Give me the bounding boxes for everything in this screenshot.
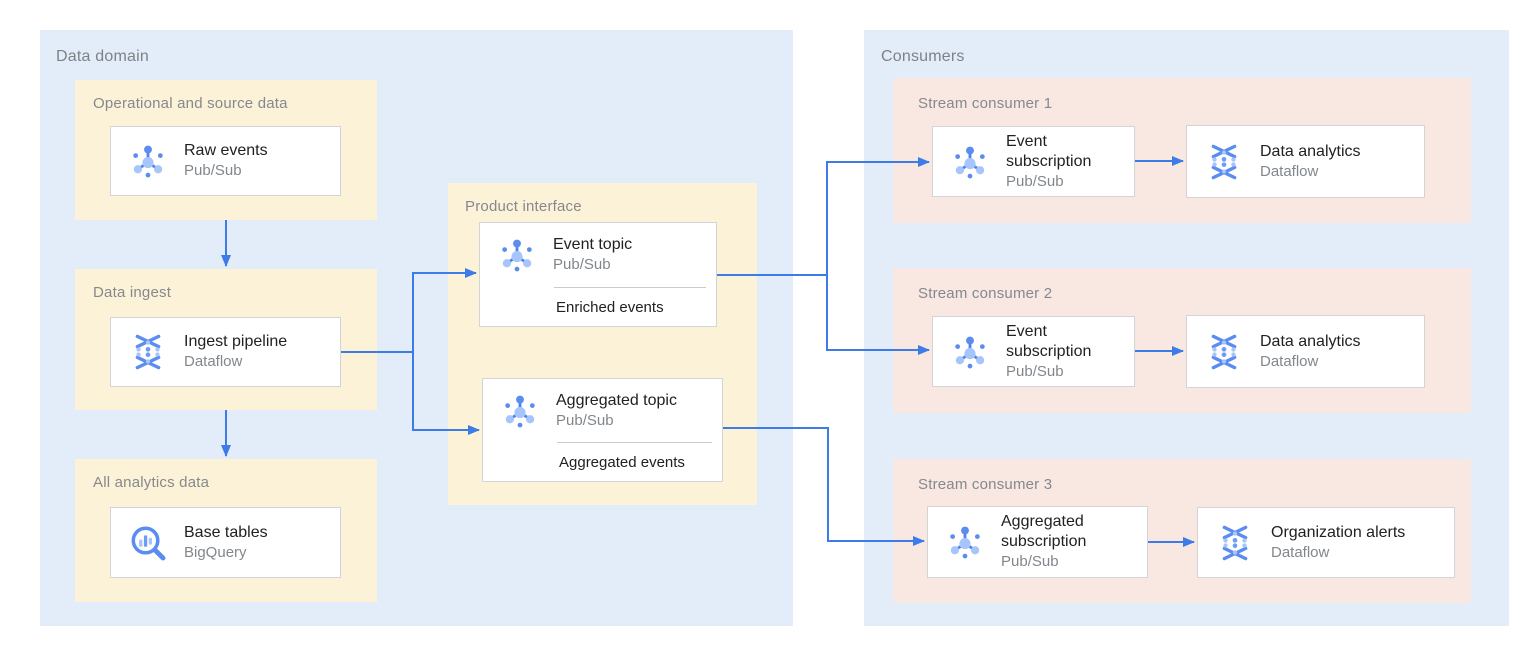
card-subtitle: Pub/Sub: [553, 256, 611, 273]
group-stream-consumer-2-label: Stream consumer 2: [918, 285, 1053, 302]
card-data-analytics-2-labels: Data analytics Dataflow: [1260, 332, 1424, 372]
card-title: Event subscription: [1006, 132, 1092, 170]
card-title: Data analytics: [1260, 332, 1361, 350]
card-divider: [554, 287, 706, 288]
card-aggregated-topic: Aggregated topic Pub/Sub Aggregated even…: [482, 378, 723, 482]
card-subtitle: Dataflow: [1271, 543, 1330, 561]
card-event-subscription-1: Event subscription Pub/Sub: [932, 126, 1135, 197]
card-title: Organization alerts: [1271, 523, 1406, 541]
card-title: Event subscription: [1006, 322, 1092, 360]
card-event-topic-main: Event topic Pub/Sub: [480, 223, 716, 287]
card-aggregated-subscription-labels: Aggregated subscription Pub/Sub: [1001, 512, 1147, 572]
card-subtitle: Pub/Sub: [1006, 362, 1064, 380]
card-footer: Aggregated events: [559, 453, 685, 471]
group-stream-consumer-1-label: Stream consumer 1: [918, 95, 1053, 112]
card-title: Raw events: [184, 142, 268, 159]
card-subtitle: Pub/Sub: [184, 162, 242, 179]
card-aggregated-topic-labels: Aggregated topic Pub/Sub: [556, 391, 722, 431]
card-data-analytics-2: Data analytics Dataflow: [1186, 315, 1425, 388]
card-subtitle: Dataflow: [184, 353, 243, 370]
card-aggregated-topic-main: Aggregated topic Pub/Sub: [483, 379, 722, 442]
pubsub-icon: [111, 142, 184, 180]
card-title: Base tables: [184, 523, 268, 541]
card-title: Aggregated topic: [556, 391, 677, 409]
card-data-analytics-1-labels: Data analytics Dataflow: [1260, 142, 1424, 182]
card-event-subscription-1-labels: Event subscription Pub/Sub: [1006, 132, 1134, 192]
consumers-label: Consumers: [881, 48, 965, 65]
pubsub-icon: [933, 143, 1006, 181]
group-data-ingest-label: Data ingest: [93, 284, 172, 301]
card-base-tables-labels: Base tables BigQuery: [184, 523, 340, 563]
card-title: Aggregated subscription: [1001, 513, 1087, 550]
card-title: Ingest pipeline: [184, 333, 288, 350]
card-event-subscription-2-labels: Event subscription Pub/Sub: [1006, 322, 1134, 382]
card-ingest-pipeline-labels: Ingest pipeline Dataflow: [184, 332, 340, 372]
card-subtitle: Pub/Sub: [1001, 553, 1059, 570]
card-event-topic-labels: Event topic Pub/Sub: [553, 235, 716, 275]
card-divider: [557, 442, 712, 443]
group-stream-consumer-3-label: Stream consumer 3: [918, 476, 1053, 493]
card-raw-events: Raw events Pub/Sub: [110, 126, 341, 196]
card-subtitle: Pub/Sub: [556, 411, 614, 429]
pubsub-icon: [480, 236, 553, 274]
card-title: Event topic: [553, 236, 633, 253]
card-base-tables: Base tables BigQuery: [110, 507, 341, 578]
bigquery-icon: [111, 522, 184, 564]
card-title: Data analytics: [1260, 142, 1361, 160]
card-event-topic: Event topic Pub/Sub Enriched events: [479, 222, 717, 327]
dataflow-icon: [1187, 332, 1260, 372]
group-all-analytics-label: All analytics data: [93, 474, 210, 491]
pubsub-icon: [483, 392, 556, 430]
group-operational-label: Operational and source data: [93, 95, 288, 112]
card-subtitle: Pub/Sub: [1006, 172, 1064, 190]
pubsub-icon: [928, 523, 1001, 561]
dataflow-icon: [111, 332, 184, 372]
dataflow-icon: [1198, 523, 1271, 563]
card-data-analytics-1: Data analytics Dataflow: [1186, 125, 1425, 198]
card-footer: Enriched events: [556, 298, 664, 316]
card-subtitle: Dataflow: [1260, 162, 1319, 180]
dataflow-icon: [1187, 142, 1260, 182]
pubsub-icon: [933, 333, 1006, 371]
card-organization-alerts-labels: Organization alerts Dataflow: [1271, 523, 1454, 563]
card-organization-alerts: Organization alerts Dataflow: [1197, 507, 1455, 578]
card-event-subscription-2: Event subscription Pub/Sub: [932, 316, 1135, 387]
card-subtitle: BigQuery: [184, 543, 247, 561]
group-product-interface-label: Product interface: [465, 198, 582, 215]
card-aggregated-subscription: Aggregated subscription Pub/Sub: [927, 506, 1148, 578]
card-raw-events-labels: Raw events Pub/Sub: [184, 141, 340, 181]
card-subtitle: Dataflow: [1260, 352, 1319, 370]
data-domain-label: Data domain: [56, 48, 149, 65]
card-ingest-pipeline: Ingest pipeline Dataflow: [110, 317, 341, 387]
